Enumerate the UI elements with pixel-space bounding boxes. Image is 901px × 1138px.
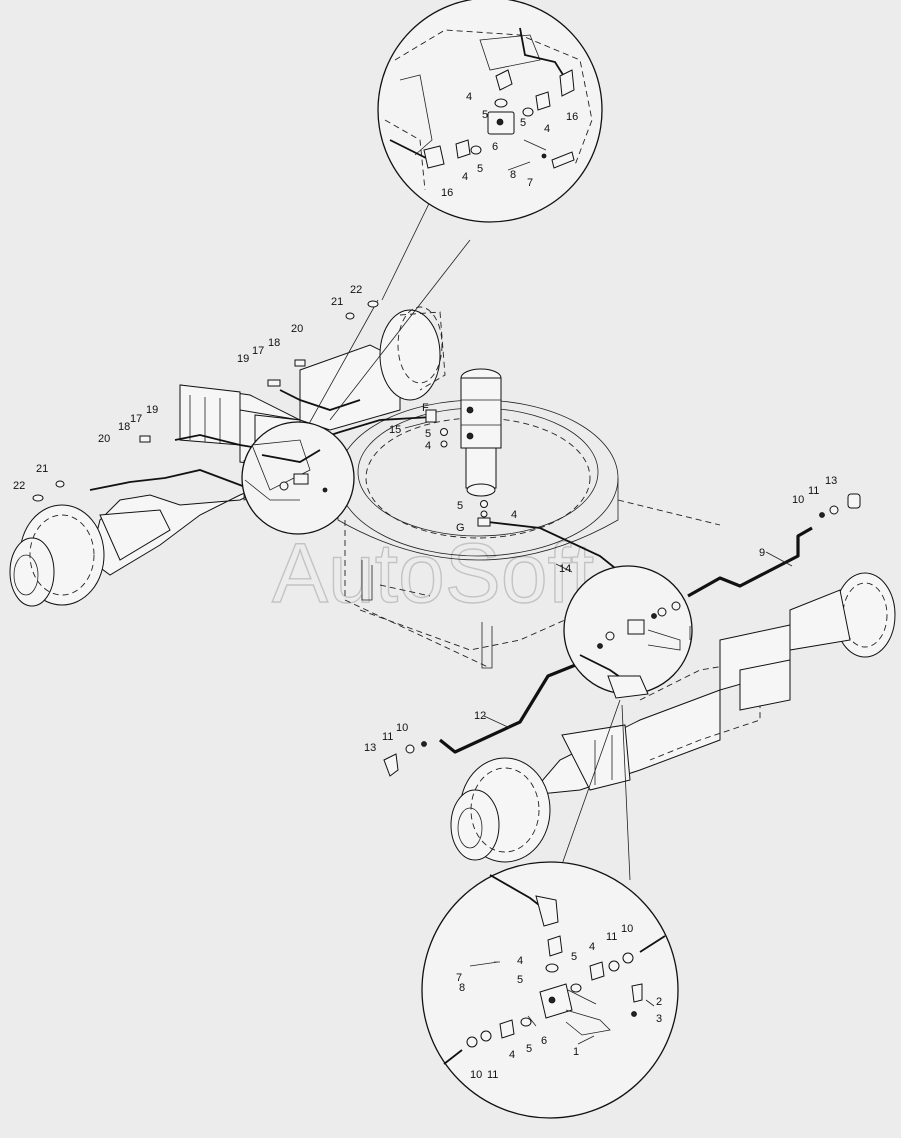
fittings-small xyxy=(32,300,861,777)
label-5: 5 xyxy=(517,974,523,986)
label-10: 10 xyxy=(396,722,408,734)
label-19: 19 xyxy=(237,353,249,365)
label-4: 4 xyxy=(466,91,472,103)
label-4: 4 xyxy=(511,509,517,521)
label-4: 4 xyxy=(544,123,550,135)
label-9: 9 xyxy=(759,547,765,559)
label-10: 10 xyxy=(470,1069,482,1081)
label-8: 8 xyxy=(510,169,516,181)
label-4: 4 xyxy=(517,955,523,967)
label-21: 21 xyxy=(36,463,48,475)
label-8: 8 xyxy=(459,982,465,994)
label-5: 5 xyxy=(477,163,483,175)
label-5: 5 xyxy=(457,500,463,512)
label-20: 20 xyxy=(291,323,303,335)
label-11: 11 xyxy=(606,931,617,943)
label-4: 4 xyxy=(589,941,595,953)
rear-axle xyxy=(450,689,721,863)
label-5: 5 xyxy=(425,428,431,440)
label-11: 11 xyxy=(487,1069,498,1081)
label-16: 16 xyxy=(441,187,453,199)
pipe-12 xyxy=(439,662,579,754)
label-7: 7 xyxy=(456,972,462,984)
leader-lines xyxy=(259,139,631,881)
label-4: 4 xyxy=(509,1049,515,1061)
label-16: 16 xyxy=(566,111,578,123)
label-13: 13 xyxy=(825,475,837,487)
label-17: 17 xyxy=(130,413,142,425)
label-22: 22 xyxy=(13,480,25,492)
watermark-text: AutoSoft xyxy=(272,526,594,620)
label-18: 18 xyxy=(268,337,280,349)
label-5: 5 xyxy=(482,109,488,121)
label-11: 11 xyxy=(808,485,819,497)
label-22: 22 xyxy=(350,284,362,296)
label-13: 13 xyxy=(364,742,376,754)
label-2: 2 xyxy=(656,996,662,1008)
label-12: 12 xyxy=(474,710,486,722)
label-4: 4 xyxy=(462,171,468,183)
label-1: 1 xyxy=(573,1046,579,1058)
label-10: 10 xyxy=(792,494,804,506)
label-10: 10 xyxy=(621,923,633,935)
label-17: 17 xyxy=(252,345,264,357)
label-15: 15 xyxy=(389,424,401,436)
detail-circle-right xyxy=(563,565,693,699)
detail-circle-middle xyxy=(241,421,355,535)
label-19: 19 xyxy=(146,404,158,416)
label-11: 11 xyxy=(382,731,393,743)
label-4: 4 xyxy=(425,440,431,452)
frame-dashed-outline xyxy=(344,499,721,669)
detail-circle-top xyxy=(377,0,603,223)
label-5: 5 xyxy=(520,117,526,129)
label-leaders xyxy=(404,139,793,1045)
label-7: 7 xyxy=(527,177,533,189)
label-20: 20 xyxy=(98,433,110,445)
label-5: 5 xyxy=(526,1043,532,1055)
label-6: 6 xyxy=(541,1035,547,1047)
label-3: 3 xyxy=(656,1013,662,1025)
detail-circle-bottom xyxy=(421,861,679,1119)
label-5: 5 xyxy=(571,951,577,963)
label-14: 14 xyxy=(559,563,571,575)
label-18: 18 xyxy=(118,421,130,433)
port-label-g: G xyxy=(456,522,465,534)
rear-axle-dashed-housing xyxy=(639,572,896,761)
label-6: 6 xyxy=(492,141,498,153)
label-21: 21 xyxy=(331,296,343,308)
pipe-9 xyxy=(687,526,813,598)
rotary-distributor xyxy=(460,368,502,497)
port-label-f: F xyxy=(422,402,429,414)
